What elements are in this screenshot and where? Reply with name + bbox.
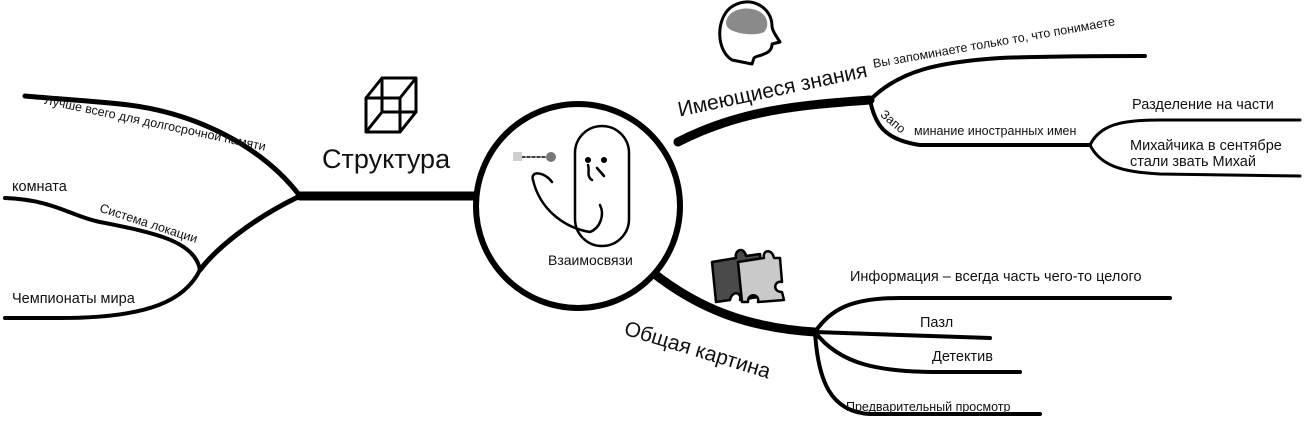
label-detective: Детектив: [932, 349, 993, 365]
thinking-figure-icon: [521, 124, 631, 248]
branch-remember: [868, 54, 1147, 102]
branch-detective: [813, 330, 1022, 374]
wireframe-cube-icon: [364, 76, 418, 134]
branch-knowledge-trunk: [673, 95, 875, 147]
puzzle-pieces-icon: [710, 248, 786, 304]
branch-foreign-names: [868, 98, 1092, 147]
label-info-whole: Информация – всегда часть чего-то целого: [850, 269, 1142, 285]
branch-championships: [3, 268, 202, 320]
idea-dot-light: [513, 152, 522, 161]
label-foreign-names-2: минание иностранных имен: [914, 124, 1077, 138]
branch-structure-upper: [22, 93, 303, 199]
branch-preview: [813, 330, 1042, 416]
branch-example: [1088, 143, 1302, 178]
branch-locations: [3, 196, 202, 272]
branch-bigpicture-trunk: [647, 267, 820, 337]
center-label: Взаимосвязи: [548, 252, 633, 268]
label-world-championships: Чемпионаты мира: [12, 291, 135, 307]
label-example-line2: стали звать Михай: [1130, 154, 1256, 170]
branch-info-whole: [813, 296, 1172, 334]
head-with-brain-icon: [718, 0, 782, 66]
branch-title-structure: Структура: [322, 144, 451, 174]
branch-puzzle: [813, 330, 992, 340]
label-example-line1: Михайчика в сентябре: [1130, 138, 1282, 154]
label-split-parts: Разделение на части: [1132, 97, 1274, 113]
idea-dot-dark: [546, 152, 556, 162]
branch-structure-lower: [197, 193, 303, 273]
label-puzzle: Пазл: [920, 315, 954, 331]
branch-split: [1088, 118, 1302, 147]
label-room: комната: [12, 179, 67, 195]
label-preview: Предварительный просмотр: [846, 400, 1011, 414]
